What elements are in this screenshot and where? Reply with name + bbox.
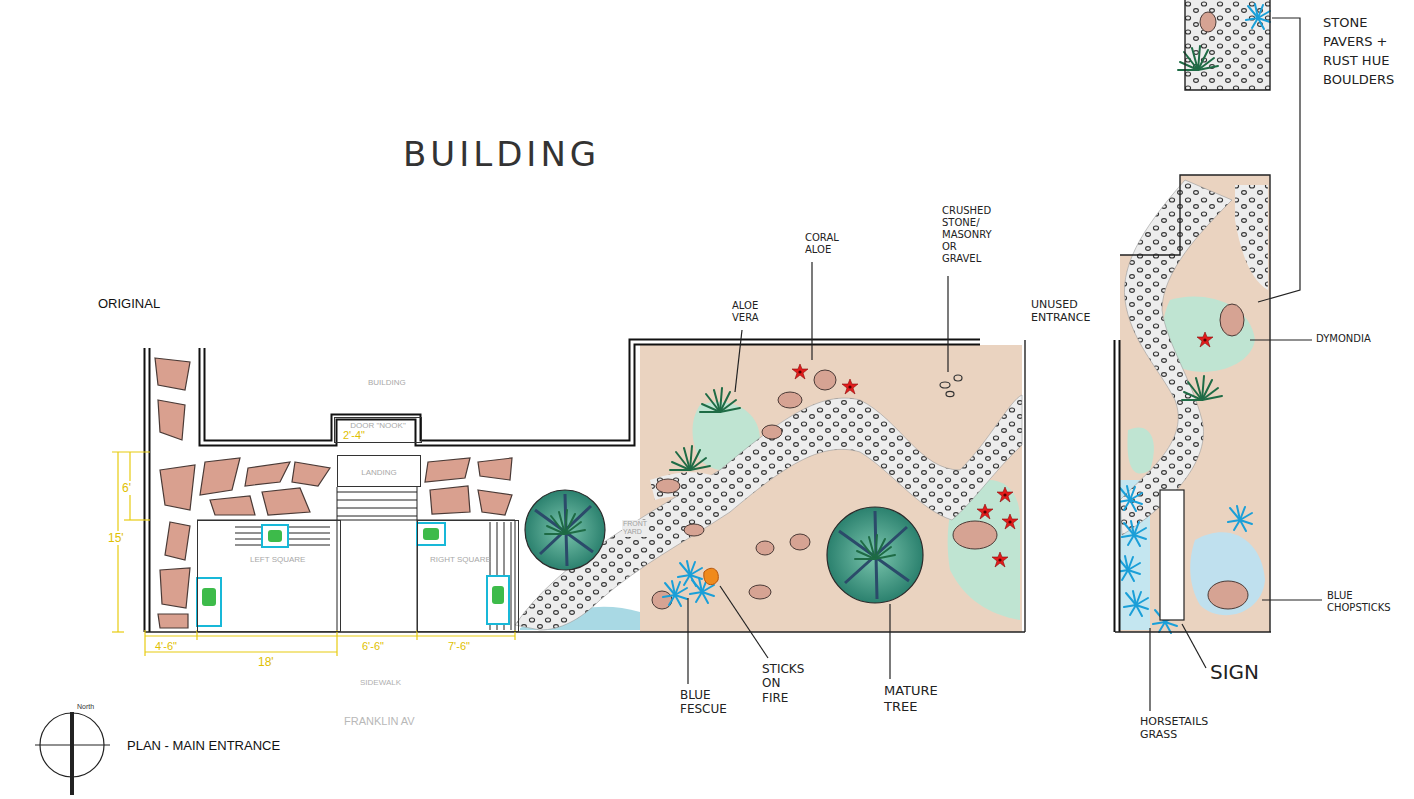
plan-title: PLAN - MAIN ENTRANCE	[127, 738, 280, 754]
node-text: RIGHT SQUARE	[430, 555, 518, 564]
landing-box: LANDING	[337, 455, 421, 487]
plant-label: MATURE TREE	[884, 683, 938, 714]
dimension: 18'	[258, 655, 274, 669]
plant-label: HORSETAILS GRASS	[1140, 715, 1208, 741]
node-text: LEFT SQUARE	[250, 555, 340, 564]
material-label: STONE PAVERS + RUST HUE BOULDERS	[1323, 14, 1409, 89]
dimension: 2'-4"	[343, 429, 365, 442]
north-label: North	[77, 703, 94, 711]
dimension: 15'	[107, 531, 125, 545]
node-text: DOOR "NOOK"	[335, 421, 421, 430]
node-text: LANDING	[338, 468, 420, 477]
dimension: 4'-6"	[155, 640, 177, 653]
dimension: 7'-6"	[448, 640, 470, 653]
dimension: 6'-6"	[362, 640, 384, 653]
plant-label: STICKS ON FIRE	[762, 662, 804, 705]
street-name: FRANKLIN AV	[344, 715, 415, 728]
sheet-note: ORIGINAL	[98, 296, 160, 312]
dimension: 6'	[121, 481, 132, 495]
plant-label: CORAL ALOE	[805, 232, 839, 256]
plant-label: DYMONDIA	[1316, 333, 1371, 345]
plan-label: SIDEWALK	[360, 678, 401, 688]
sign-label: SIGN	[1210, 660, 1259, 684]
plan-label: FRONT YARD	[622, 520, 648, 537]
left-square: LEFT SQUARE	[197, 520, 341, 632]
plant-label: BLUE FESCUE	[680, 688, 727, 717]
plan-label: BUILDING	[368, 378, 406, 388]
material-label: CRUSHED STONE/ MASONRY OR GRAVEL	[942, 205, 992, 265]
building-title: BUILDING	[403, 134, 600, 175]
right-square: RIGHT SQUARE	[417, 520, 519, 632]
plant-label: ALOE VERA	[732, 300, 759, 324]
plant-label: BLUE CHOPSTICKS	[1327, 590, 1391, 614]
entrance-label: UNUSED ENTRANCE	[1031, 298, 1090, 324]
